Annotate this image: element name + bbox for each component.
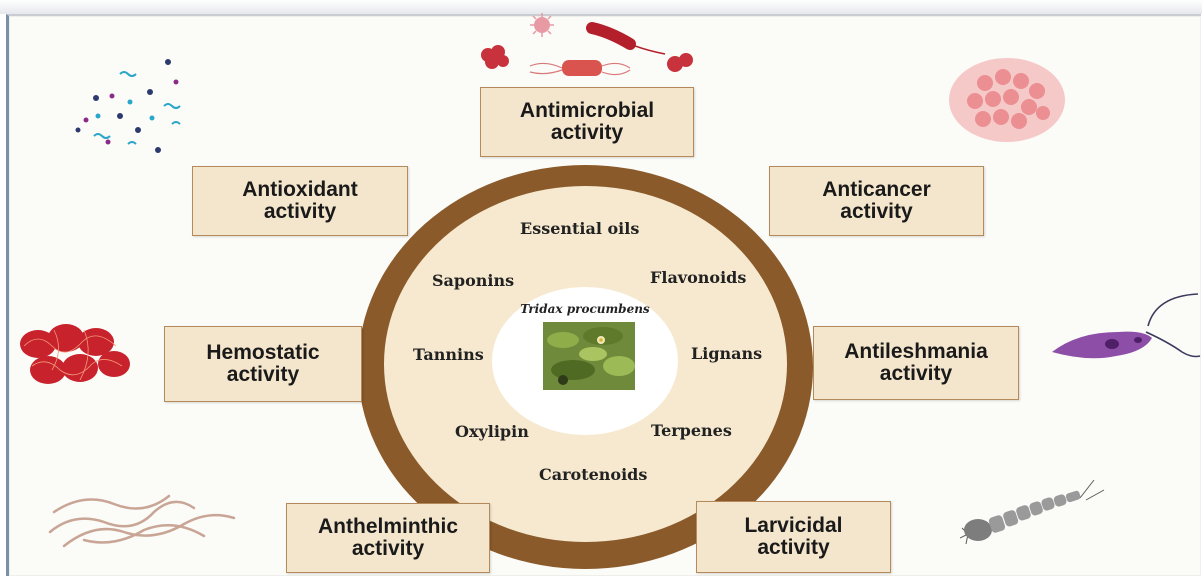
anticancer-label: Anticancer [822,179,931,201]
red-blood-cells-icon [14,316,134,394]
antimicrobial-activity-label: activity [520,122,654,144]
antileshmania-label: Antileshmania [844,341,988,363]
hemostatic-activity-box: Hemostaticactivity [164,326,362,402]
bacteria-cluster-icon [470,10,710,85]
compound-terpenes: Terpenes [651,421,732,440]
larvicidal-activity-label: activity [744,537,842,559]
anthelminthic-activity-label: activity [318,538,458,560]
larvicidal-label: Larvicidal [744,515,842,537]
plant-name-label: Tridax procumbens [512,302,658,316]
antimicrobial-label: Antimicrobial [520,100,654,122]
plant-photo [543,322,635,390]
anthelminthic-activity-box: Anthelminthicactivity [286,503,490,573]
antileshmania-activity-label: activity [844,363,988,385]
anticancer-activity-label: activity [822,201,931,223]
cancer-cell-icon [945,55,1070,145]
worms-icon [44,482,244,552]
antileshmania-activity-box: Antileshmaniaactivity [813,326,1019,400]
compound-flavonoids: Flavonoids [650,268,746,287]
anticancer-activity-box: Anticanceractivity [769,166,984,236]
compound-tannins: Tannins [413,345,484,364]
larvicidal-activity-box: Larvicidalactivity [696,501,891,573]
antioxidant-activity-box: Antioxidantactivity [192,166,408,236]
antimicrobial-activity-box: Antimicrobialactivity [480,87,694,157]
leishmania-parasite-icon [1048,292,1202,372]
compound-carotenoids: Carotenoids [539,465,647,484]
compound-oxylipin: Oxylipin [455,422,529,441]
compound-saponins: Saponins [432,271,514,290]
microbes-icon [68,58,198,158]
antioxidant-activity-label: activity [242,201,358,223]
compound-essential-oils: Essential oils [520,219,639,238]
hemostatic-label: Hemostatic [206,342,319,364]
antioxidant-label: Antioxidant [242,179,358,201]
hemostatic-activity-label: activity [206,364,319,386]
anthelminthic-label: Anthelminthic [318,516,458,538]
compound-lignans: Lignans [691,344,762,363]
mosquito-larva-icon [960,474,1110,554]
